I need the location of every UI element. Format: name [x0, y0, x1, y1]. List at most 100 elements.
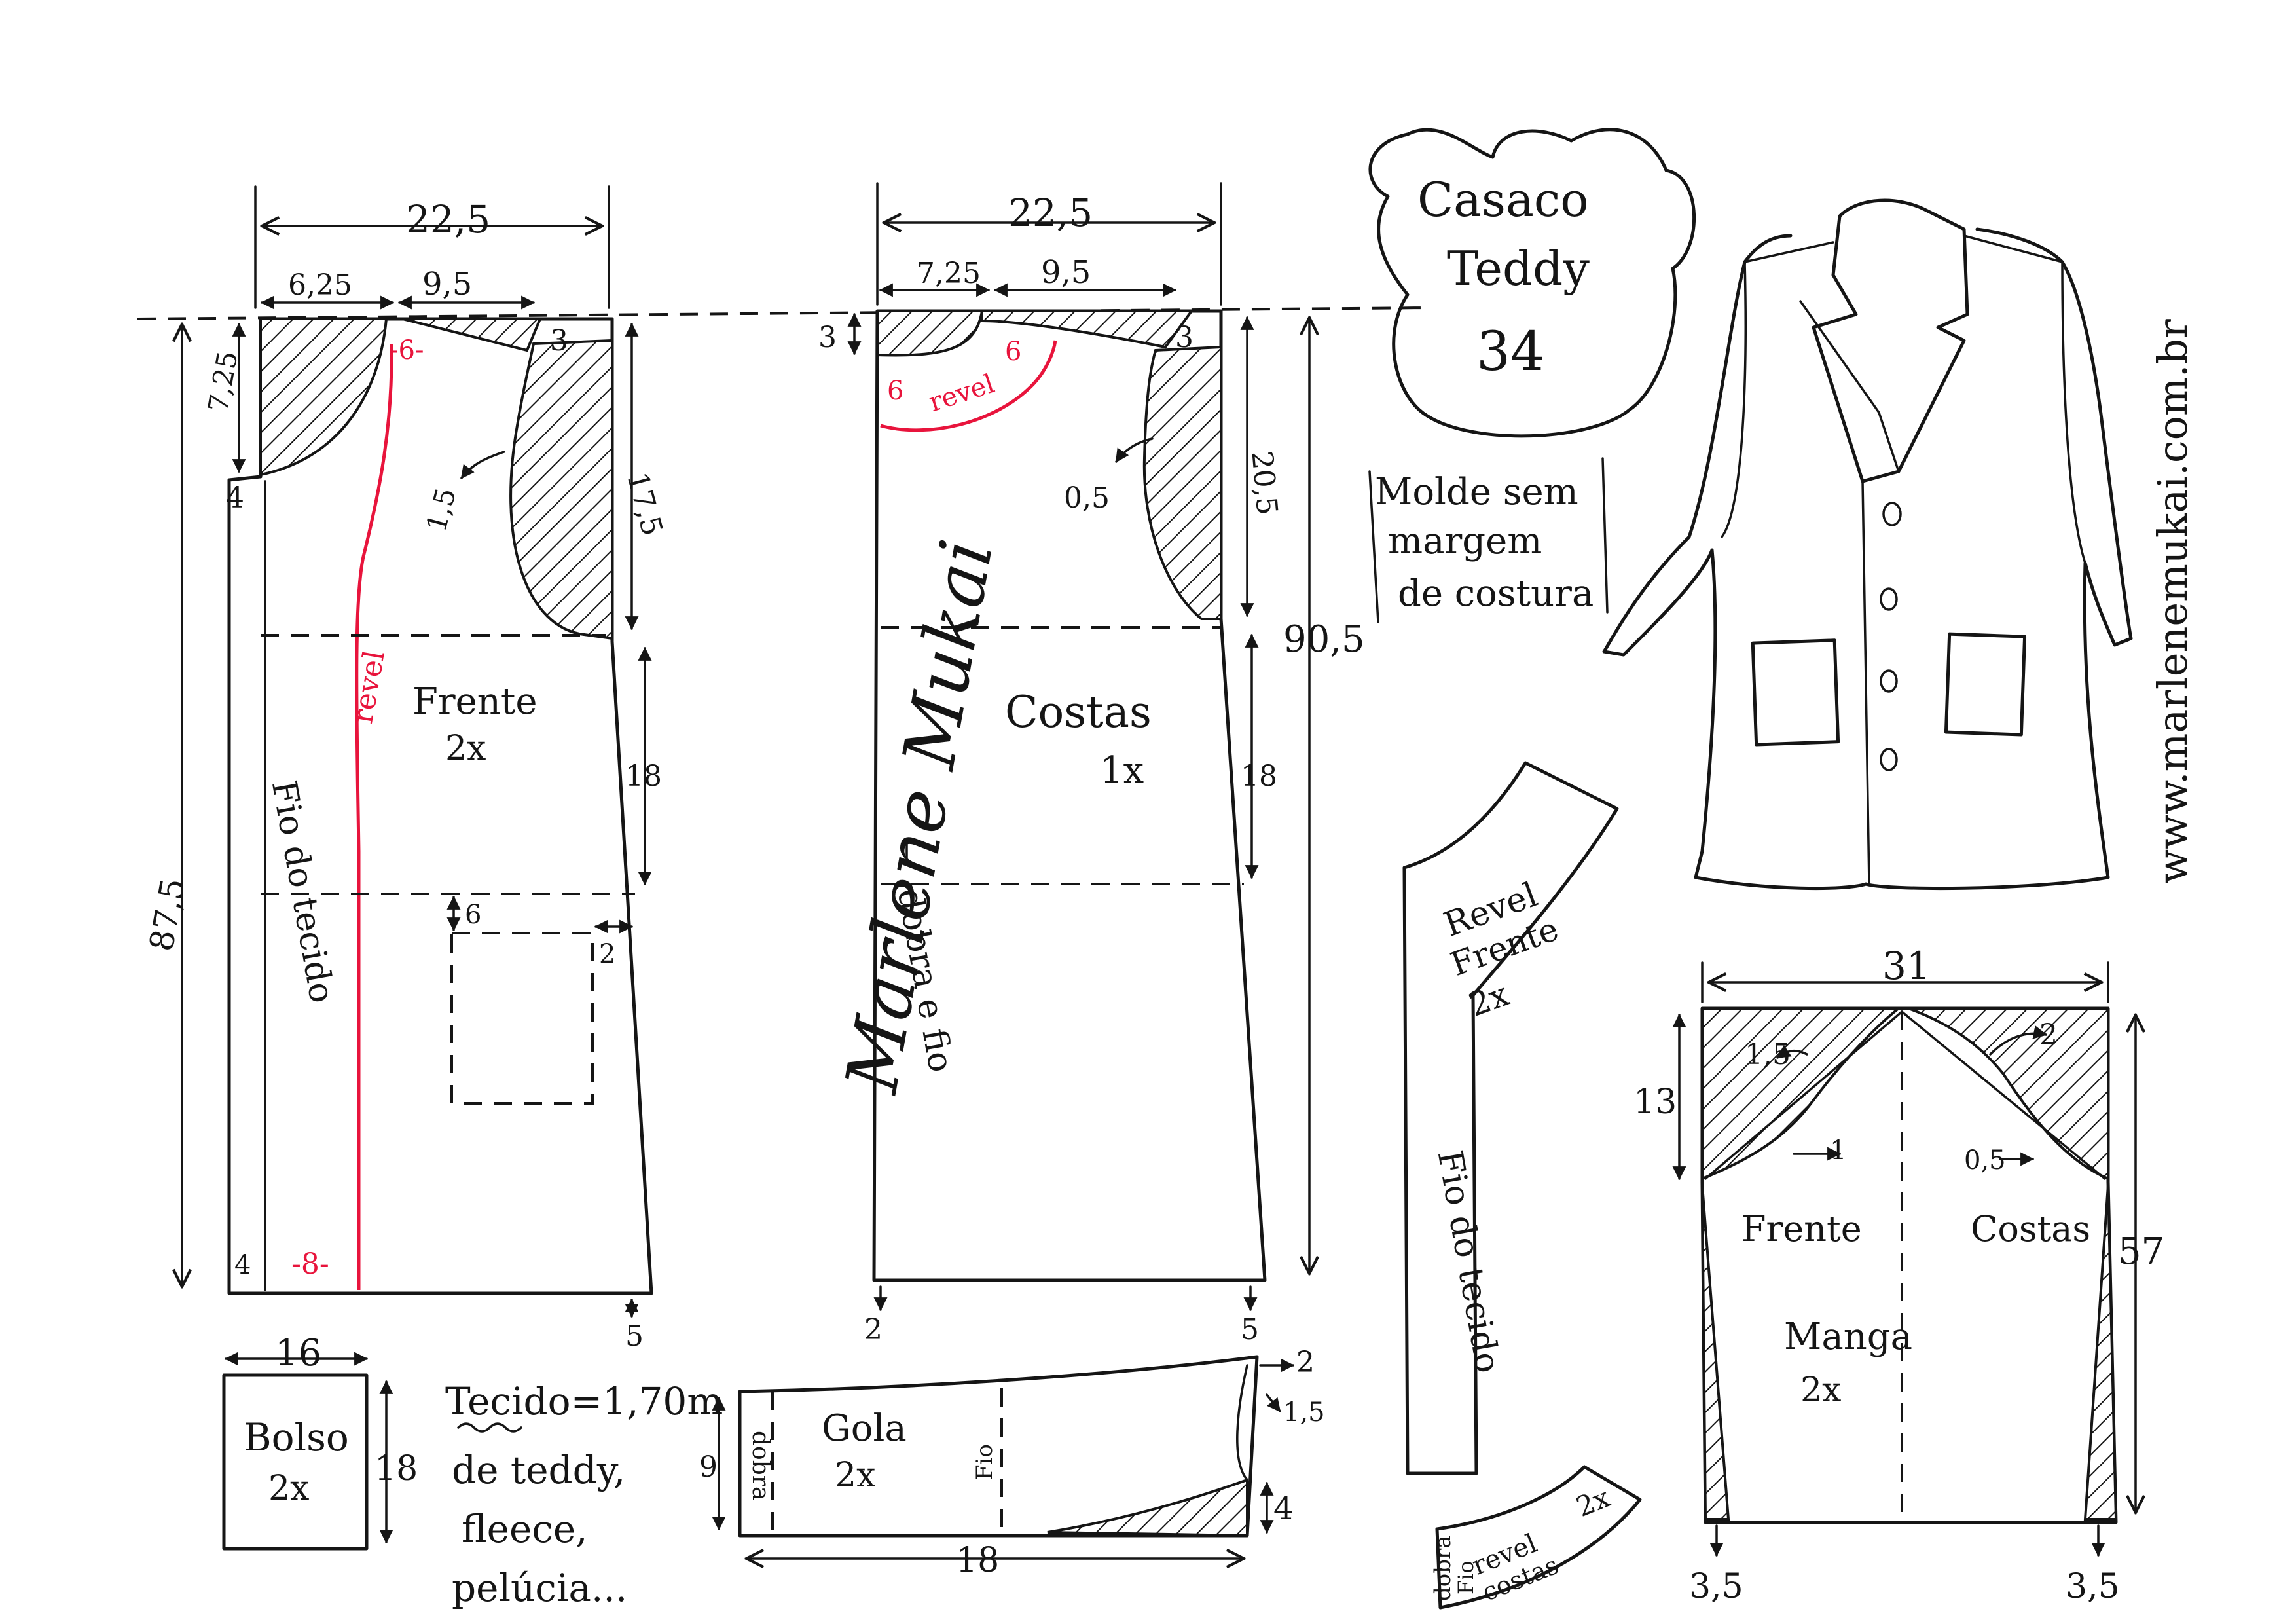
gola-grain-label: Fio — [972, 1444, 998, 1480]
manga-dim-cuff-left: 3,5 — [1689, 1567, 1743, 1606]
frente-armhole-hatch — [509, 339, 613, 640]
coat-collar — [1812, 198, 1969, 483]
gola-outline — [738, 1355, 1259, 1538]
costas-dim-armhole-curve: 0,5 — [1064, 481, 1110, 515]
fabric-line2: de teddy, — [452, 1448, 625, 1492]
gola-dim-height: 9 — [699, 1450, 718, 1484]
costas-armhole-pointer — [1115, 437, 1154, 463]
revel-costas-qty: 2x — [1572, 1481, 1614, 1523]
coat-lapel-left — [1799, 300, 1900, 473]
manga-dim-2: 2 — [2039, 1018, 2058, 1052]
title-line2: Teddy — [1447, 241, 1590, 296]
revel-costas-outline — [1435, 1465, 1642, 1610]
manga-dim-cuff-right: 3,5 — [2066, 1567, 2120, 1606]
frente-dim-length: 87,5 — [142, 876, 192, 954]
manga-dim-length: 57 — [2118, 1230, 2164, 1273]
gola-dim-2: 2 — [1296, 1346, 1315, 1379]
coat-shoulder-right — [1963, 234, 2064, 263]
gola-fold-label: dobra — [747, 1431, 774, 1500]
costas-dim-18: 18 — [1241, 760, 1277, 793]
frente-piece: 22,5 6,25 9,5 7,25 4 3 -6- 1,5 17,5 18 8… — [142, 185, 669, 1353]
costas-shoulder-hatch — [981, 310, 1194, 349]
frente-dim-6-red: -6- — [390, 335, 424, 365]
frente-dim-pocket-2: 2 — [599, 939, 615, 969]
gola-dim-length: 18 — [956, 1541, 999, 1580]
bolso-dim-width: 16 — [275, 1332, 321, 1375]
title-line1: Casaco — [1417, 172, 1589, 227]
gola-curve — [1236, 1364, 1248, 1481]
coat-body — [1602, 227, 2133, 891]
fabric-line4: pelúcia... — [452, 1566, 627, 1610]
coat-sleeve-left — [1721, 261, 1747, 538]
website-url: www.marlenemukai.com.br — [2149, 319, 2196, 884]
frente-facing-line — [355, 343, 393, 1290]
title-size: 34 — [1476, 321, 1544, 383]
bolso-piece: 16 18 Bolso 2x — [222, 1332, 418, 1551]
revel-frente-piece: Revel Frente 2x Fio do tecido — [1402, 761, 1619, 1475]
manga-15-pointer — [1776, 1044, 1808, 1059]
gola-15-arrow — [1266, 1393, 1281, 1412]
manga-front-label: Frente — [1741, 1208, 1862, 1249]
fabric-line3: fleece, — [462, 1507, 588, 1551]
costas-qty: 1x — [1100, 749, 1144, 792]
coat-button-2 — [1880, 587, 1898, 611]
manga-dim-cap: 13 — [1633, 1082, 1677, 1122]
frente-name: Frente — [412, 680, 537, 723]
gola-dim-1-5: 1,5 — [1283, 1397, 1325, 1428]
gola-tip-hatch — [1047, 1478, 1248, 1538]
fabric-underline — [457, 1422, 522, 1433]
revel-frente-qty: 2x — [1464, 975, 1514, 1024]
revel-costas-grain-label: Fio — [1453, 1560, 1478, 1595]
frente-dim-neck: 6,25 — [288, 268, 352, 302]
costas-dim-hem-2: 2 — [864, 1313, 883, 1346]
note-block: Molde sem margem de costura — [1368, 457, 1609, 623]
frente-dim-3: 3 — [550, 324, 568, 358]
manga-dim-width: 31 — [1882, 944, 1931, 988]
manga-cap-guide-back — [1901, 1010, 2106, 1180]
frente-dim-shoulder: 9,5 — [422, 266, 472, 303]
frente-dim-18: 18 — [625, 760, 662, 793]
costas-dim-armhole-depth: 20,5 — [1245, 450, 1283, 517]
coat-pocket-right — [1944, 632, 2027, 737]
costas-dim-6-red-b: 6 — [1005, 337, 1021, 367]
coat-button-3 — [1880, 669, 1898, 693]
bolso-outline — [222, 1373, 369, 1551]
coat-button-4 — [1880, 748, 1898, 771]
costas-dim-width: 22,5 — [1008, 191, 1093, 235]
frente-shoulder-hatch — [402, 318, 542, 352]
frente-dim-hem-4: 4 — [234, 1250, 251, 1280]
manga-cap-guide-front — [1704, 1010, 1903, 1180]
frente-qty: 2x — [445, 729, 486, 768]
manga-cap-hatch-back — [1908, 1007, 2109, 1181]
costas-dim-neck: 7,25 — [917, 257, 981, 290]
revel-frente-outline — [1402, 761, 1619, 1475]
manga-qty: 2x — [1800, 1371, 1841, 1410]
note-line1: Molde sem — [1375, 471, 1578, 513]
costas-dim-length: 90,5 — [1283, 618, 1365, 661]
revel-costas-piece: revel costas 2x dobra Fio — [1430, 1465, 1642, 1610]
bolso-qty: 2x — [268, 1469, 309, 1508]
revel-costas-fold — [1436, 1528, 1442, 1609]
costas-neck-hatch — [876, 310, 984, 357]
revel-costas-fold-label: dobra — [1430, 1535, 1456, 1601]
coat-button-1 — [1882, 502, 1902, 526]
frente-dim-hem-5: 5 — [625, 1320, 644, 1353]
coat-pocket-left — [1751, 638, 1840, 747]
manga-back-label: Costas — [1971, 1208, 2090, 1249]
gola-qty: 2x — [835, 1456, 875, 1495]
bolso-name: Bolso — [244, 1415, 349, 1460]
manga-underarm-hatch-right — [2083, 1185, 2118, 1521]
manga-underarm-hatch-left — [1701, 1185, 1730, 1521]
manga-dim-1-5: 1,5 — [1745, 1038, 1791, 1071]
title-cloud — [1368, 128, 1696, 438]
costas-dim-6-red-a: 6 — [887, 376, 903, 406]
costas-revel-label: revel — [925, 369, 998, 418]
costas-facing-curve — [880, 340, 1057, 432]
costas-dim-3-left: 3 — [818, 321, 837, 354]
costas-armhole-hatch — [1142, 345, 1222, 620]
revel-frente-grain: Fio do tecido — [1430, 1147, 1508, 1376]
gola-dim-4: 4 — [1273, 1490, 1294, 1527]
frente-pocket-mark — [450, 932, 594, 1105]
gola-name: Gola — [822, 1407, 907, 1450]
